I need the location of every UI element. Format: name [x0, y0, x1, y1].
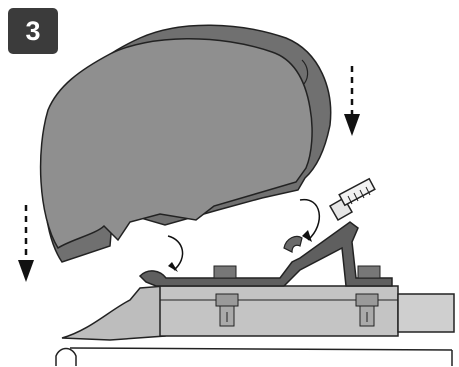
step-number: 3: [25, 15, 41, 46]
dashed-down-arrow-right: [344, 66, 360, 136]
step-number-badge: 3: [8, 8, 58, 54]
shell-front: [39, 38, 313, 250]
curved-arrow-right: [299, 199, 321, 242]
bolt: [328, 177, 376, 222]
dashed-down-arrow-left: [18, 205, 34, 282]
mounting-bracket: [138, 221, 393, 287]
base-rail: [55, 285, 455, 366]
rail-screw-left: [215, 293, 239, 327]
rail-screw-right: [355, 293, 379, 327]
curved-arrow-left: [167, 235, 184, 272]
